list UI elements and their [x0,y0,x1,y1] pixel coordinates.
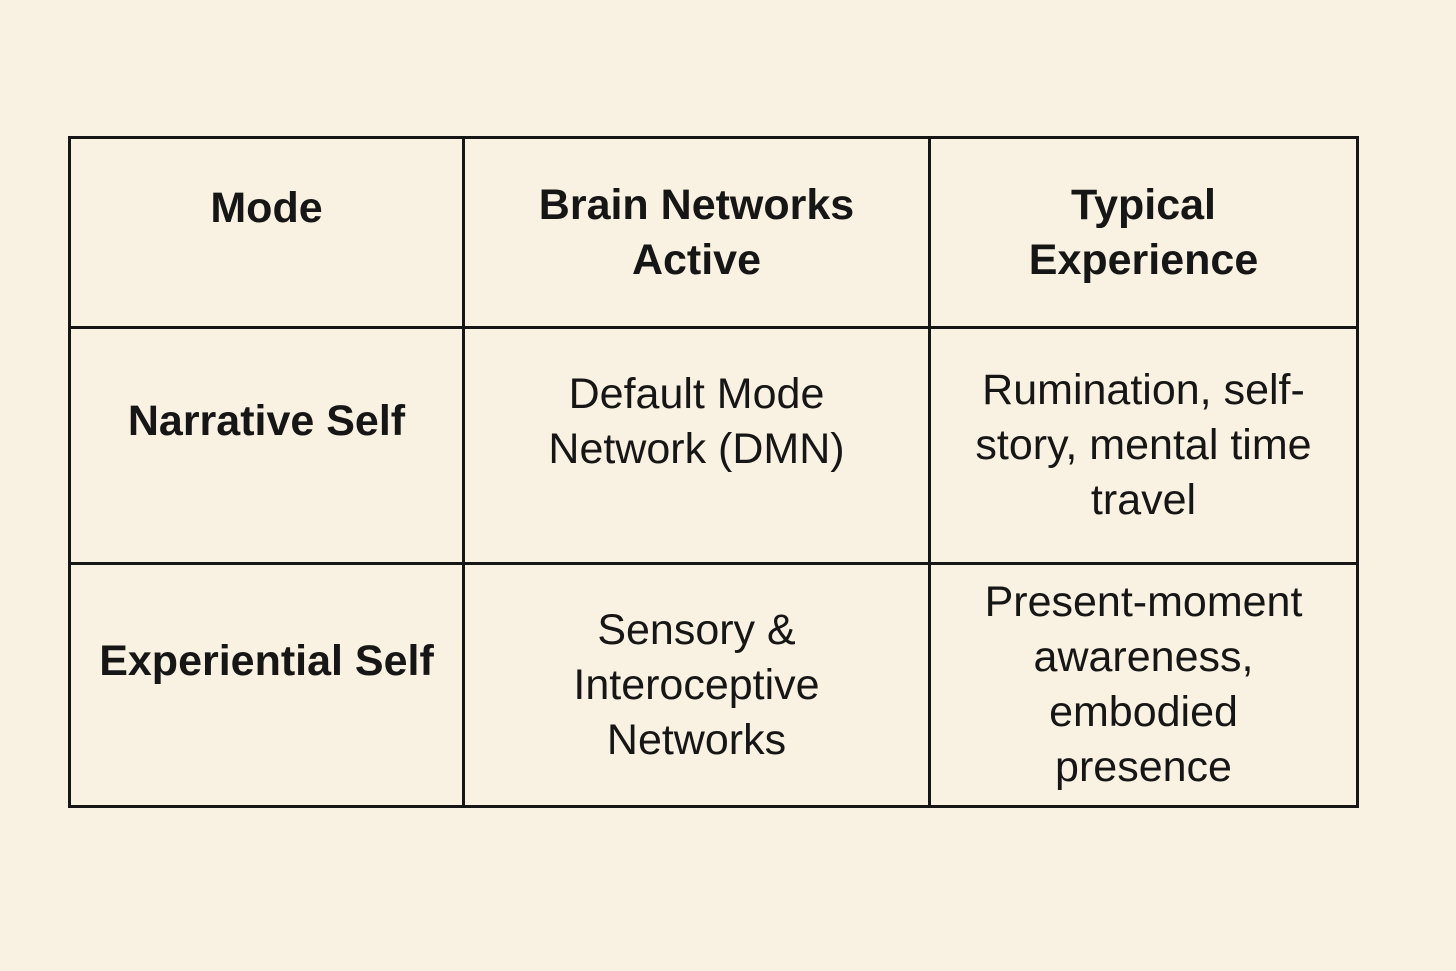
header-cell-mode: Mode [68,136,465,329]
cell-narrative-self-experience: Rumination, self-story, mental time trav… [928,326,1359,565]
comparison-table: Mode Brain Networks Active Typical Exper… [68,136,1359,808]
cell-experiential-self-label: Experiential Self [68,562,465,808]
cell-narrative-self-networks: Default Mode Network (DMN) [462,326,931,565]
table-row-experiential-self: Experiential Self Sensory & Interoceptiv… [68,562,1359,808]
header-row: Mode Brain Networks Active Typical Exper… [68,136,1359,329]
cell-experiential-self-experience: Present-moment awareness, embodied prese… [928,562,1359,808]
header-cell-brain-networks: Brain Networks Active [462,136,931,329]
header-cell-typical-experience: Typical Experience [928,136,1359,329]
table-figure: Mode Brain Networks Active Typical Exper… [68,136,1359,808]
cell-narrative-self-label: Narrative Self [68,326,465,565]
cell-experiential-self-networks: Sensory & Interoceptive Networks [462,562,931,808]
table-row-narrative-self: Narrative Self Default Mode Network (DMN… [68,326,1359,565]
